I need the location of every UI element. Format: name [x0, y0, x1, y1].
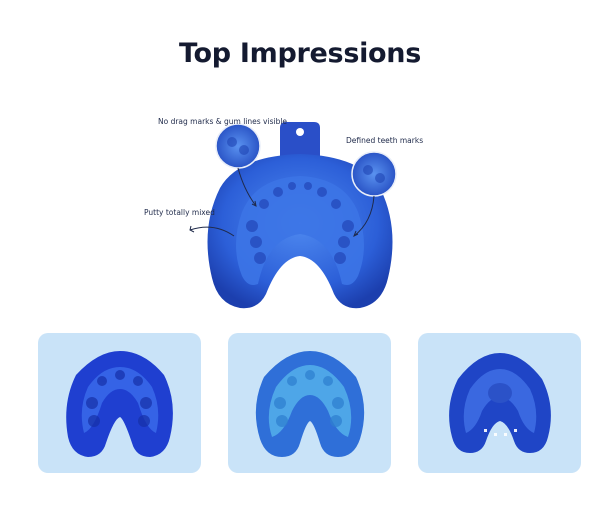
annotation-putty-mixed: Putty totally mixed [144, 208, 215, 217]
page-title: Top Impressions [179, 38, 421, 69]
tray-handle-hole [296, 128, 304, 136]
zoom-circle-teeth-marks [351, 151, 397, 197]
arrow-teeth-marks [353, 195, 375, 237]
annotation-teeth-marks: Defined teeth marks [346, 136, 424, 145]
impression-gallery [38, 333, 581, 473]
impression-photo-medium-blue [449, 353, 551, 453]
impression-photo-dark-blue [66, 351, 173, 457]
arrow-gum-lines [237, 167, 257, 207]
tray-handle [280, 122, 320, 160]
impression-card-1 [38, 333, 201, 473]
impression-card-3 [418, 333, 581, 473]
arrow-putty-mixed [189, 226, 235, 237]
impression-photo-light-blue [255, 351, 365, 457]
hero-impression-figure: No drag marks & gum lines visible Define… [120, 108, 480, 318]
impression-card-2 [228, 333, 391, 473]
teeth-marks [246, 182, 354, 264]
hero-impression-image [189, 122, 397, 309]
zoom-circle-gum-lines [215, 123, 261, 169]
annotation-drag-marks: No drag marks & gum lines visible [158, 117, 288, 126]
tray-holes [290, 268, 323, 295]
